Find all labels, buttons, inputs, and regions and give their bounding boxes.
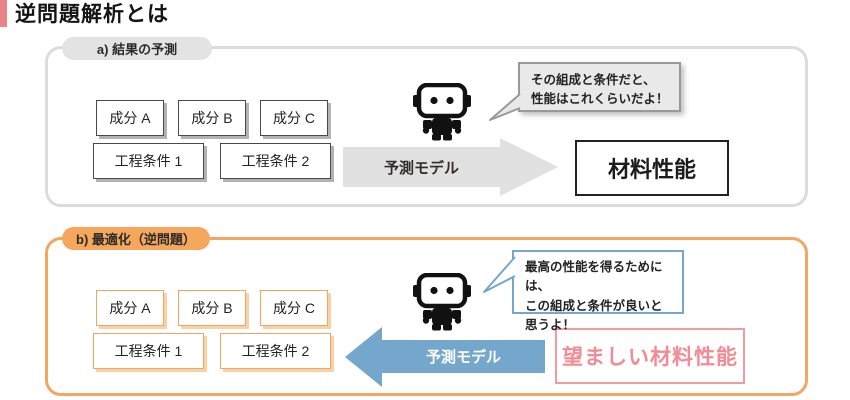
speech-bubble-b-line2: この組成と条件が良いと [525,298,663,313]
panel-b-label: b) 最適化（逆問題） [62,227,210,250]
speech-bubble-a: その組成と条件だと、 性能はこれくらいだよ！ [518,62,681,112]
panel-b-optimization [45,237,808,396]
box-process-condition-1: 工程条件 1 [93,333,204,369]
inverse-arrow [345,327,545,387]
panel-a-label: a) 結果の予測 [62,37,212,60]
box-process-condition-2: 工程条件 2 [220,143,331,179]
speech-bubble-b-line1: 最高の性能を得るためには、 [525,260,663,294]
speech-bubble-a-line1: その組成と条件だと、 [531,73,656,87]
speech-bubble-a-tail [489,93,521,121]
panel-a-prediction [45,46,808,207]
box-component-c: 成分 C [260,100,328,136]
robot-icon [413,83,471,141]
speech-bubble-a-line2: 性能はこれくらいだよ！ [531,92,669,107]
title-accent-bar [0,0,7,27]
box-component-b: 成分 B [178,290,246,326]
desired-material-performance-box: 望ましい材料性能 [555,328,745,384]
material-performance-box: 材料性能 [575,140,729,196]
forward-arrow-label: 予測モデル [383,159,459,177]
box-process-condition-1: 工程条件 1 [93,143,204,179]
robot-icon [413,273,471,331]
box-component-b: 成分 B [178,100,246,136]
box-component-a: 成分 A [96,100,164,136]
forward-arrow [343,138,558,196]
box-component-c: 成分 C [260,290,328,326]
box-component-a: 成分 A [96,290,164,326]
inverse-arrow-label: 予測モデル [425,349,501,366]
speech-bubble-b-line3: 思うよ！ [525,318,576,333]
speech-bubble-b-tail [483,256,516,293]
box-process-condition-2: 工程条件 2 [220,333,331,369]
page-title: 逆問題解析とは [15,3,169,26]
speech-bubble-b: 最高の性能を得るためには、 この組成と条件が良いと 思うよ！ [512,250,684,332]
